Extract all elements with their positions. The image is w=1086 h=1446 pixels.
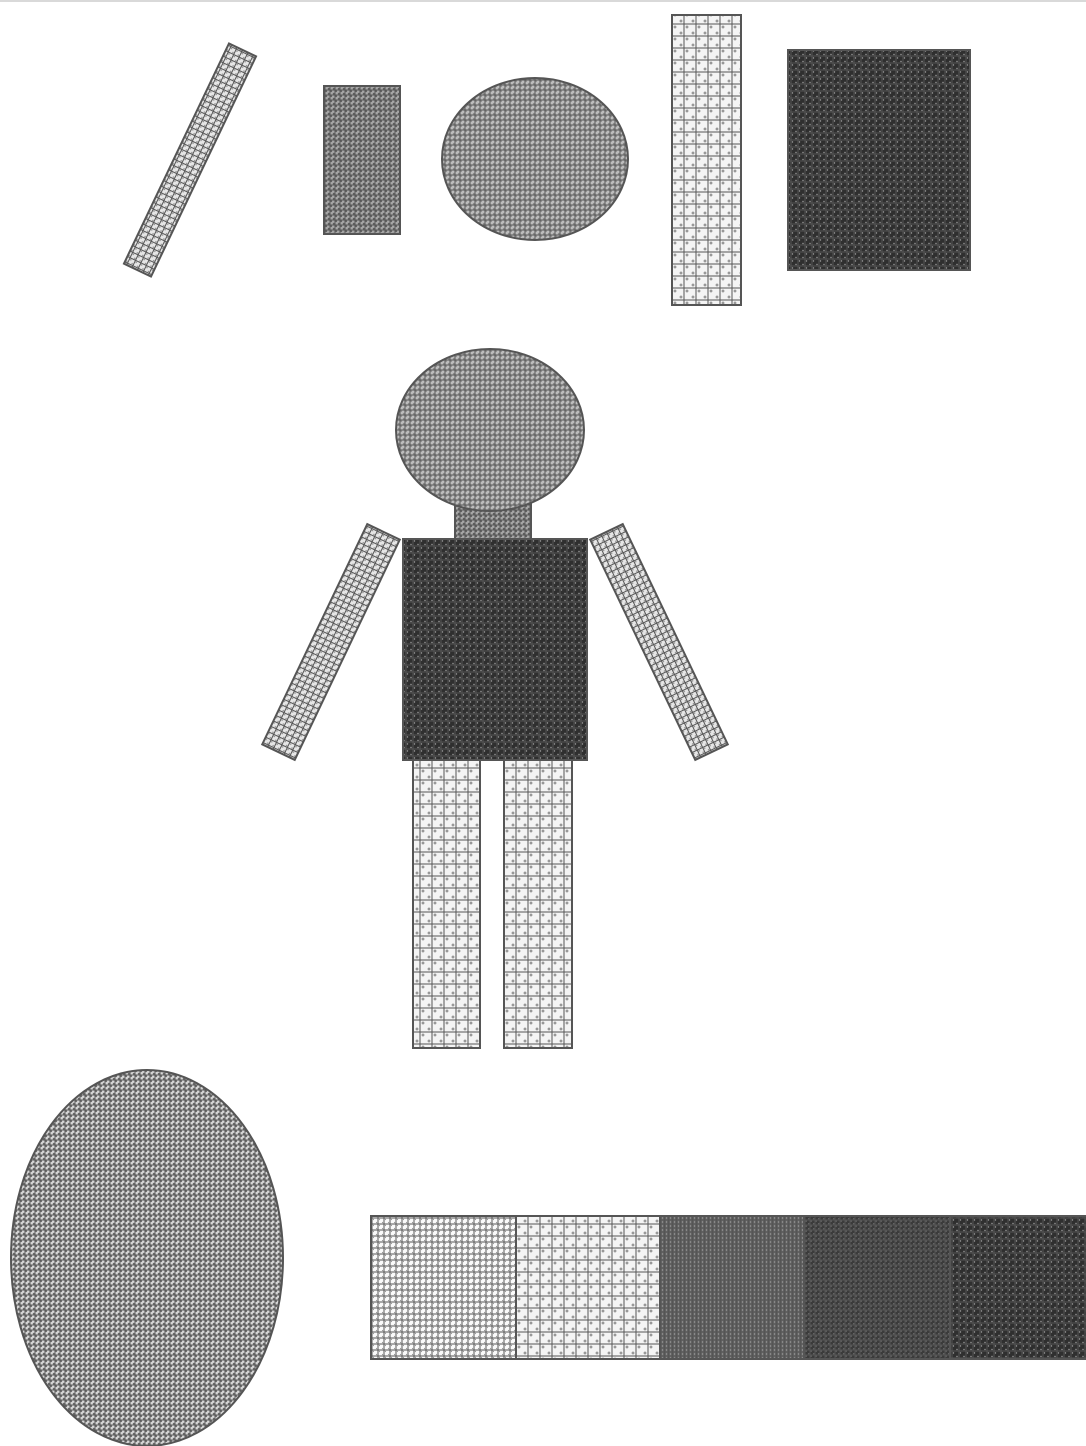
- piece-tall-bar: [672, 15, 741, 305]
- swatch-5: [950, 1216, 1086, 1359]
- figure-right-arm: [590, 524, 728, 760]
- pieces-row: [124, 15, 970, 305]
- swatch-3: [660, 1216, 804, 1359]
- figure-left-arm: [262, 524, 400, 760]
- piece-slanted-bar: [124, 43, 256, 276]
- big-oval: [11, 1070, 283, 1446]
- figure-left-leg: [413, 757, 480, 1048]
- figure-head: [396, 349, 584, 511]
- swatch-1: [371, 1216, 516, 1359]
- figure-right-leg: [504, 757, 572, 1048]
- piece-square: [788, 50, 970, 270]
- piece-small-rectangle: [324, 86, 400, 234]
- texture-strip: [371, 1216, 1086, 1359]
- figure-torso: [403, 539, 587, 760]
- swatch-2: [516, 1216, 660, 1359]
- piece-oval: [442, 78, 628, 240]
- assembled-figure: [262, 349, 728, 1048]
- swatch-4: [804, 1216, 950, 1359]
